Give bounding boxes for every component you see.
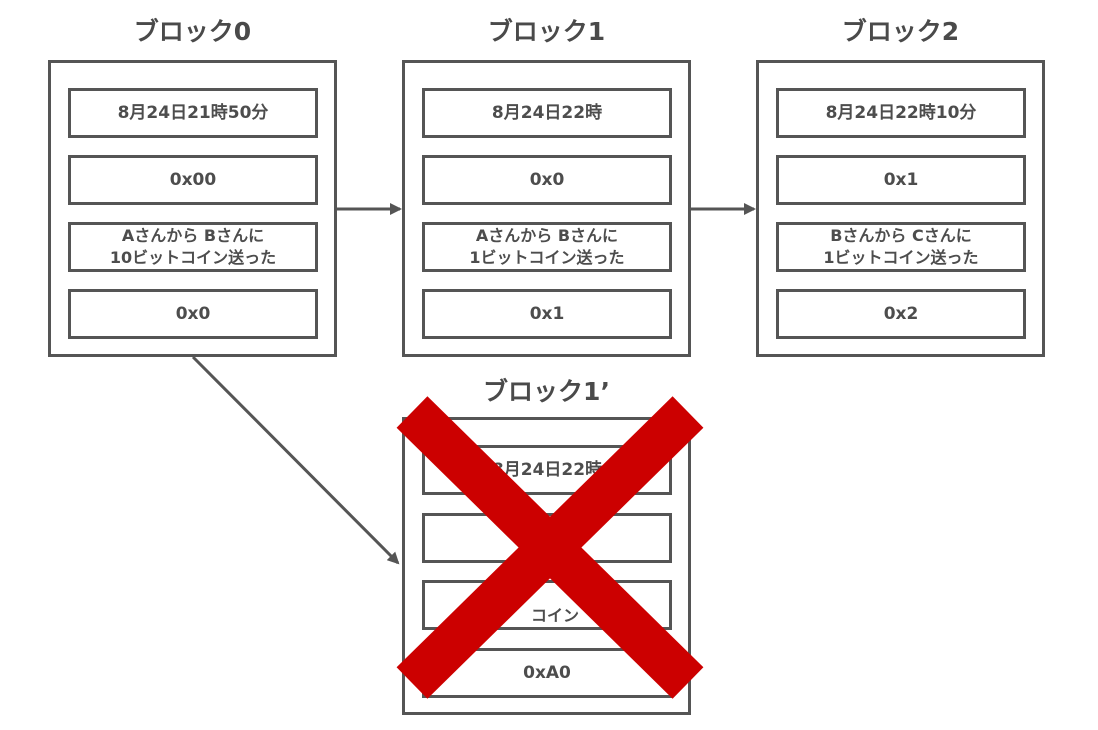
block-0-hash: 0x0 xyxy=(68,289,318,339)
block-1: 8月24日22時 0x0 Aさんから Bさんに 1ビットコイン送った 0x1 xyxy=(402,60,691,357)
block-title-2: ブロック2 xyxy=(841,17,960,46)
block-1-hash: 0x1 xyxy=(422,289,672,339)
block-1-prev-hash: 0x0 xyxy=(422,155,672,205)
block-0: 8月24日21時50分 0x00 Aさんから Bさんに 10ビットコイン送った … xyxy=(48,60,337,357)
block-2-hash: 0x2 xyxy=(776,289,1026,339)
block-2-timestamp: 8月24日22時10分 xyxy=(776,88,1026,138)
block-title-1: ブロック1 xyxy=(487,17,606,46)
block-title-0: ブロック0 xyxy=(133,17,252,46)
block-2: 8月24日22時10分 0x1 Bさんから Cさんに 1ビットコイン送った 0x… xyxy=(756,60,1045,357)
arrow-block0-to-block1-fork xyxy=(191,355,400,565)
block-title-fork: ブロック1’ xyxy=(483,377,610,406)
block-0-prev-hash: 0x00 xyxy=(68,155,318,205)
block-1-timestamp: 8月24日22時 xyxy=(422,88,672,138)
block-2-prev-hash: 0x1 xyxy=(776,155,1026,205)
block-0-timestamp: 8月24日21時50分 xyxy=(68,88,318,138)
block-1-transaction: Aさんから Bさんに 1ビットコイン送った xyxy=(422,222,672,272)
block-0-transaction: Aさんから Bさんに 10ビットコイン送った xyxy=(68,222,318,272)
block-2-transaction: Bさんから Cさんに 1ビットコイン送った xyxy=(776,222,1026,272)
